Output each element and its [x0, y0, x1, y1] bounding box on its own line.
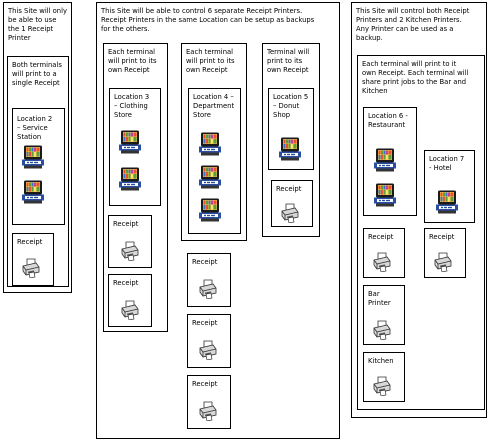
site-1-group-label: Both terminals will print to a single Re… — [12, 61, 62, 87]
location-6-label: Location 6 - Restaurant — [368, 112, 408, 129]
printer-label: Receipt — [113, 220, 139, 228]
receipt-printer-icon — [280, 203, 300, 223]
group-label: Terminal will print to its own Receipt — [267, 48, 310, 74]
group-label: Each terminal will print to its own Rece… — [186, 48, 235, 74]
pos-terminal-icon — [277, 137, 303, 161]
receipt-printer-icon — [372, 252, 392, 272]
printer-label: Receipt — [17, 238, 43, 246]
group-label: Each terminal will print to its own Rece… — [108, 48, 157, 74]
location-7-label: Location 7 - Hotel — [429, 155, 465, 172]
site-1-description: This Site will only be able to use the 1… — [8, 7, 68, 42]
location-4-label: Location 4 – Department Store — [193, 93, 235, 119]
site-2-description: This Site will be able to control 6 sepa… — [101, 7, 315, 33]
site-3-description: This Site will control both Receipt Prin… — [356, 7, 470, 42]
location-5-label: Location 5 – Donut Shop — [273, 93, 309, 119]
printer-label: Kitchen — [368, 357, 394, 365]
receipt-printer-icon — [198, 340, 218, 360]
pos-terminal-icon — [20, 145, 46, 169]
receipt-printer-icon — [198, 401, 218, 421]
printer-label: Receipt — [368, 233, 394, 241]
printer-label: Receipt — [192, 319, 218, 327]
printer-label: Receipt — [192, 258, 218, 266]
receipt-printer-icon — [21, 258, 41, 278]
pos-terminal-icon — [197, 132, 223, 156]
location-5-box: Location 5 – Donut Shop — [268, 88, 314, 170]
receipt-printer-icon — [120, 300, 140, 320]
receipt-printer-icon — [433, 252, 453, 272]
printer-label: Receipt — [276, 185, 302, 193]
printer-label: Receipt — [113, 279, 139, 287]
pos-terminal-icon — [197, 165, 223, 189]
location-3-label: Location 3 – Clothing Store — [114, 93, 150, 119]
printer-label: Receipt — [192, 380, 218, 388]
pos-terminal-icon — [372, 148, 398, 172]
location-2-label: Location 2 – Service Station — [17, 115, 53, 141]
receipt-printer-icon — [198, 279, 218, 299]
receipt-printer-icon — [120, 241, 140, 261]
receipt-printer-icon — [372, 320, 392, 340]
printer-label: Receipt — [429, 233, 455, 241]
pos-terminal-icon — [117, 167, 143, 191]
site-3-group-label: Each terminal will print to it own Recei… — [362, 60, 469, 95]
pos-terminal-icon — [20, 180, 46, 204]
receipt-printer-icon — [372, 376, 392, 396]
pos-terminal-icon — [372, 183, 398, 207]
pos-terminal-icon — [197, 198, 223, 222]
pos-terminal-icon — [117, 130, 143, 154]
pos-terminal-icon — [434, 190, 460, 214]
printer-label: Bar Printer — [368, 290, 391, 307]
